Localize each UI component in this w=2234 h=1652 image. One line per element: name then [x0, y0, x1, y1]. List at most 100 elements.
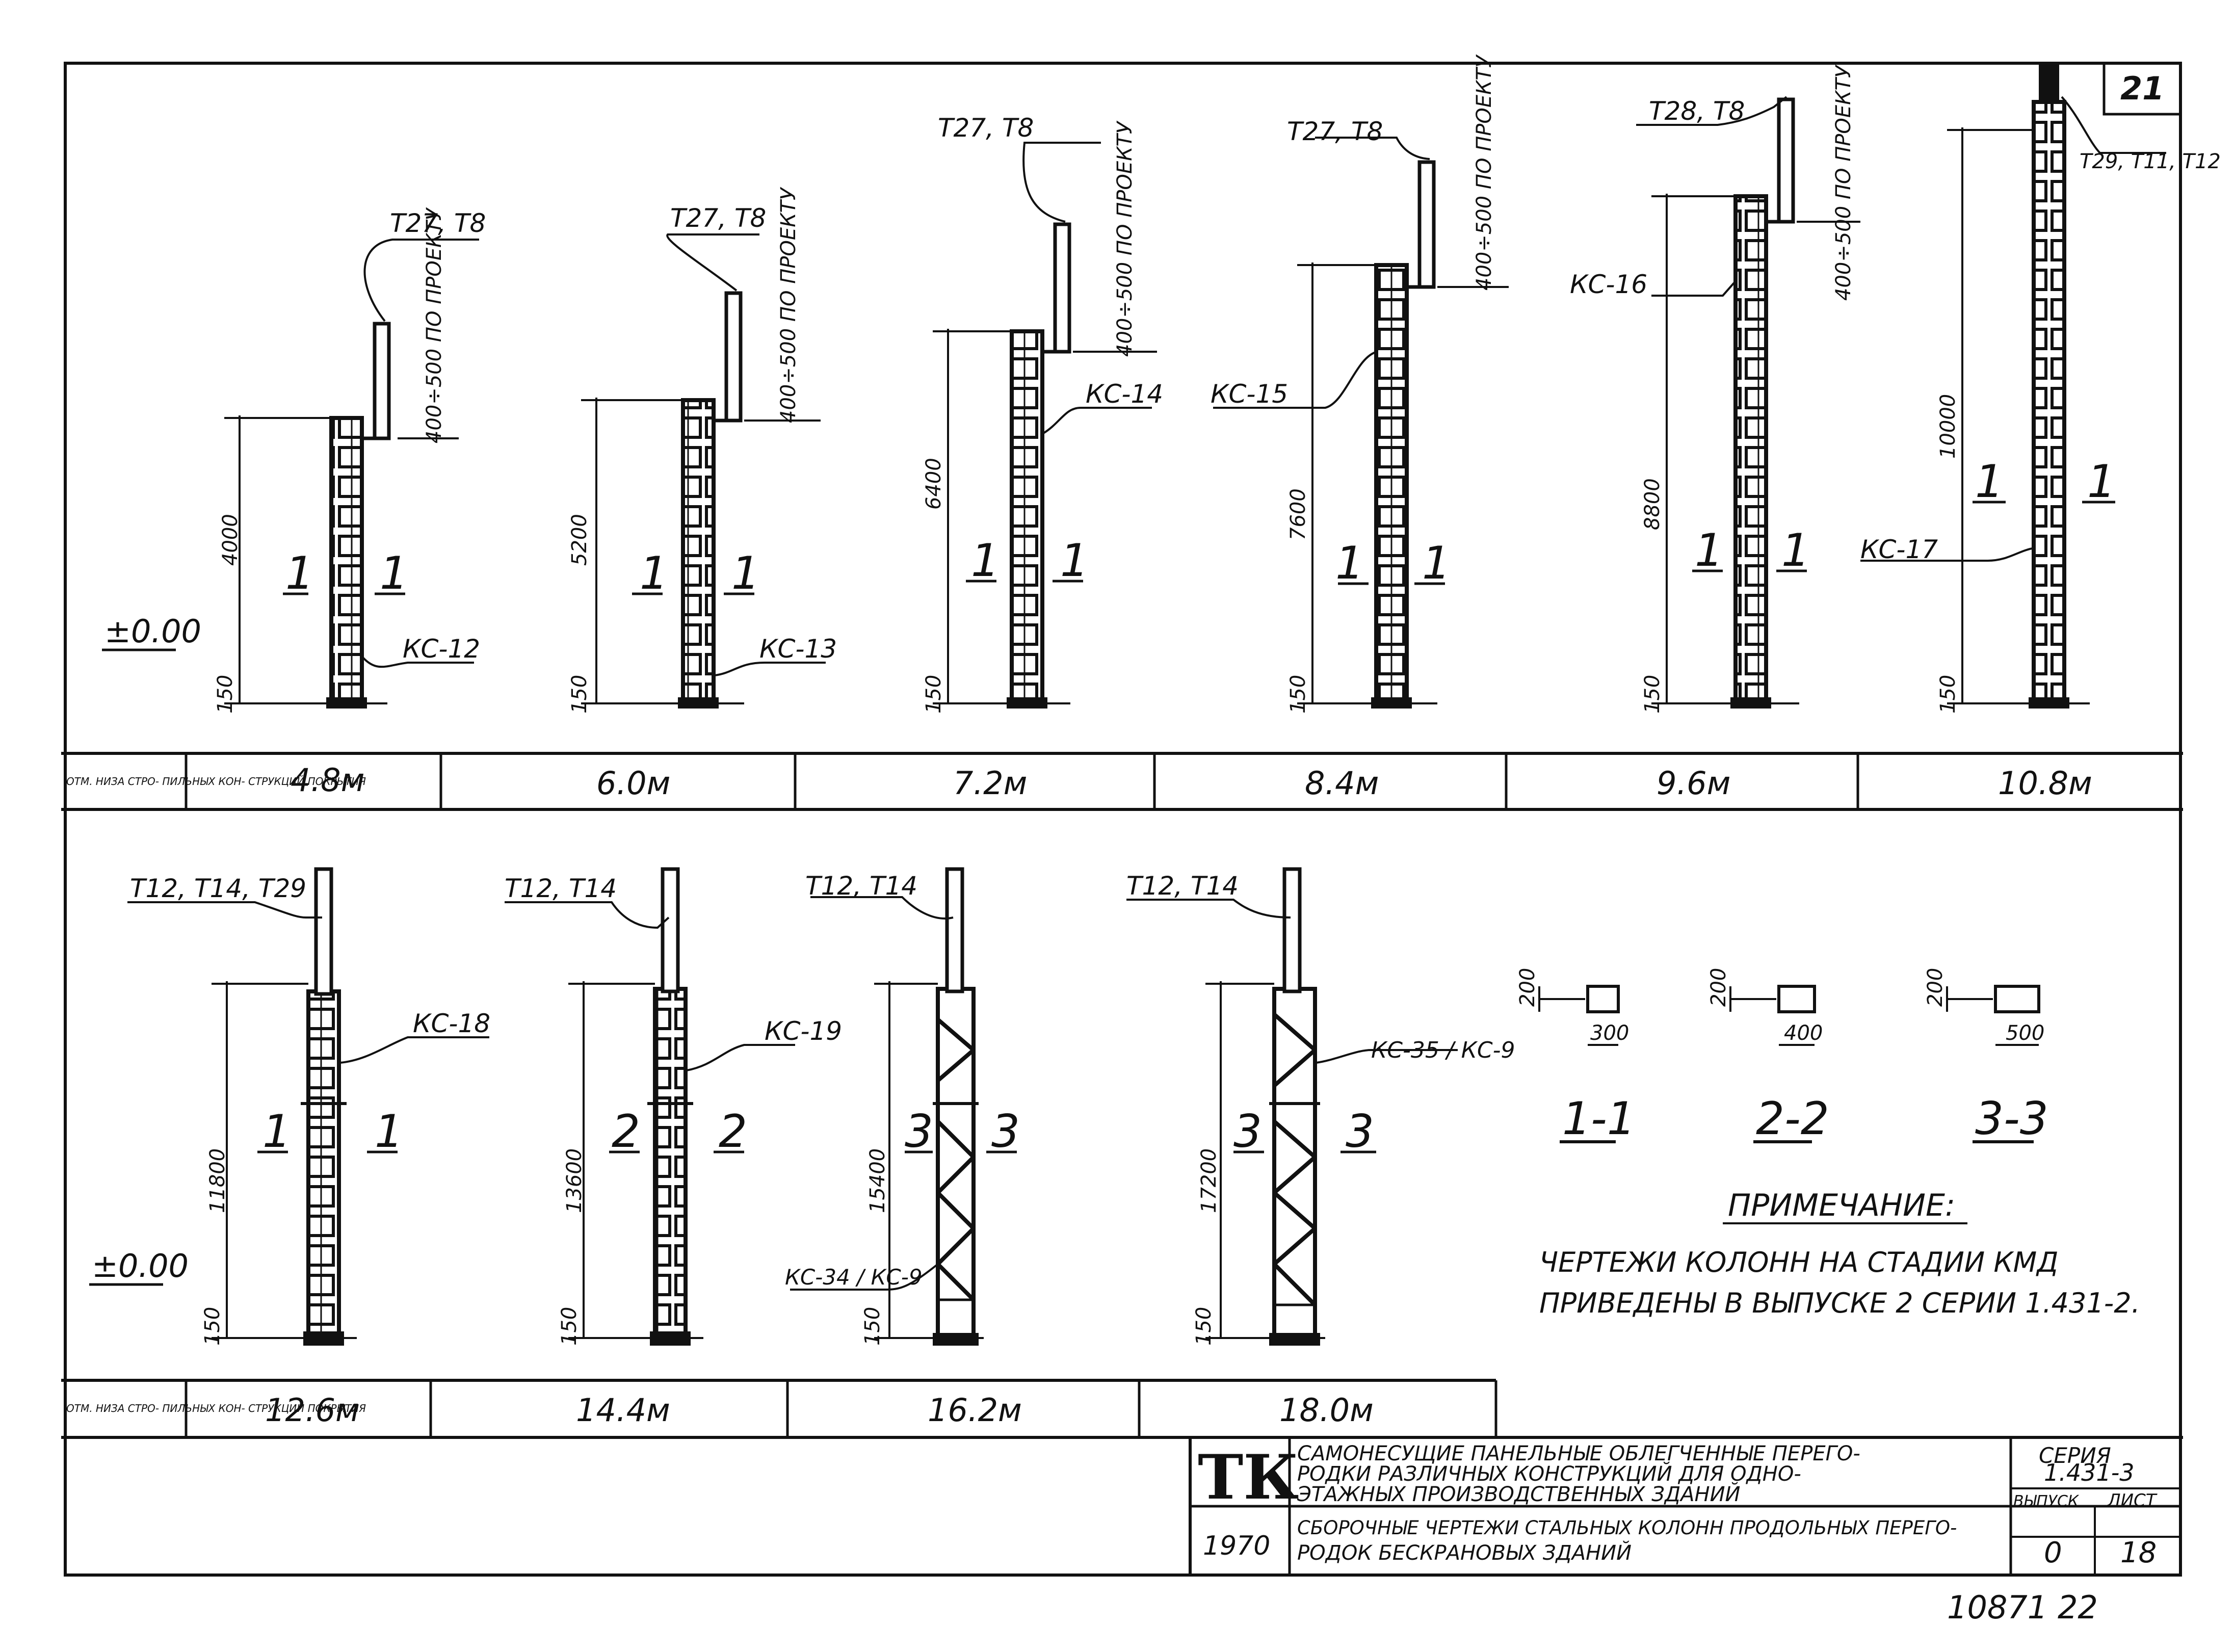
column-elevation — [1860, 63, 2166, 709]
sheet-number: 21 — [2120, 70, 2164, 107]
title-line: САМОНЕСУЩИЕ ПАНЕЛЬНЫЕ ОБЛЕГЧЕННЫЕ ПЕРЕГО… — [1297, 1442, 1860, 1465]
section-label: 2-2 — [1756, 1092, 1829, 1145]
column-elevation — [505, 867, 795, 1346]
section-detail — [1729, 985, 1816, 1143]
column-label: КС-16 — [1570, 270, 1647, 299]
height-dim: 17200 — [1197, 1148, 1221, 1213]
section-label: 3-3 — [1975, 1092, 2048, 1145]
series-value: 1.431-3 — [2044, 1459, 2135, 1486]
height-dim: 13600 — [563, 1148, 586, 1213]
top-label: Т29, Т11, Т12 — [2080, 150, 2221, 173]
height-label: 10.8м — [1998, 765, 2092, 802]
column-elevation — [933, 142, 1157, 709]
height-label: 8.4м — [1305, 765, 1379, 802]
year: 1970 — [1203, 1531, 1270, 1561]
section-height: 200 — [1707, 968, 1730, 1007]
height-label: 9.6м — [1657, 765, 1730, 802]
height-dim: 10000 — [1936, 394, 1960, 459]
column-elevation — [581, 233, 826, 709]
row-label-bottom: ОТМ. НИЗА СТРО- ПИЛЬНЫХ КОН- СТРУКЦИЙ ПО… — [66, 1402, 366, 1414]
height-dim: 7600 — [1286, 488, 1310, 540]
section-mark: 3 — [905, 1105, 933, 1158]
top-label: Т27, Т8 — [670, 203, 766, 233]
section-mark: 1 — [380, 547, 408, 599]
ground-mark: ±0.00 — [104, 613, 201, 650]
bottom-number: 10871 22 — [1947, 1589, 2098, 1626]
column-label: КС-17 — [1860, 535, 1938, 564]
section-mark: 1 — [731, 547, 760, 599]
section-width: 400 — [1784, 1021, 1823, 1045]
section-mark: 1 — [1781, 524, 1810, 576]
column-elevation — [790, 867, 1017, 1346]
section-width: 300 — [1590, 1021, 1629, 1045]
subtitle-line: СБОРОЧНЫЕ ЧЕРТЕЖИ СТАЛЬНЫХ КОЛОНН ПРОДОЛ… — [1297, 1517, 1957, 1539]
height-dim: 6400 — [922, 458, 945, 510]
top-label: Т27, Т8 — [390, 208, 486, 238]
top-label: Т27, Т8 — [1287, 117, 1383, 146]
section-detail — [1538, 985, 1620, 1143]
bottom-dim: 150 — [1641, 675, 1664, 714]
bottom-dim: 150 — [922, 675, 945, 714]
logo: ТК — [1198, 1441, 1299, 1513]
bottom-dim: 150 — [201, 1307, 224, 1346]
column-label: КС-18 — [413, 1009, 490, 1038]
column-label: КС-19 — [765, 1016, 842, 1046]
section-mark: 1 — [2087, 455, 2116, 508]
section-mark: 1 — [1335, 537, 1364, 589]
note-line: ЧЕРТЕЖИ КОЛОНН НА СТАДИИ КМД — [1539, 1246, 2058, 1278]
bottom-dim: 150 — [1286, 675, 1310, 714]
column-label: КС-12 — [403, 634, 480, 664]
top-dim: 400÷500 ПО ПРОЕКТУ — [1473, 54, 1496, 291]
title-line: РОДКИ РАЗЛИЧНЫХ КОНСТРУКЦИЙ ДЛЯ ОДНО- — [1297, 1461, 1801, 1486]
height-dim: 4000 — [219, 514, 242, 566]
top-dim: 400÷500 ПО ПРОЕКТУ — [1832, 64, 1855, 301]
top-label: Т12, Т14 — [505, 874, 617, 903]
section-mark: 1 — [1060, 534, 1089, 587]
top-label: Т12, Т14 — [805, 871, 917, 901]
height-dim: 11800 — [206, 1148, 229, 1213]
section-width: 500 — [2006, 1021, 2044, 1045]
top-dim: 400÷500 ПО ПРОЕКТУ — [1113, 120, 1137, 357]
top-dim: 400÷500 ПО ПРОЕКТУ — [777, 187, 800, 423]
column-elevation — [1126, 867, 1458, 1346]
section-mark: 3 — [991, 1105, 1020, 1158]
section-detail — [1946, 985, 2040, 1143]
sheet-number-box — [2102, 62, 2182, 116]
ground-mark: ±0.00 — [92, 1247, 189, 1284]
note-line: ПРИВЕДЕНЫ В ВЫПУСКЕ 2 СЕРИИ 1.431-2. — [1539, 1287, 2140, 1319]
section-mark: 2 — [719, 1105, 747, 1158]
outer-frame — [64, 62, 2182, 1577]
sheet-label: ЛИСТ — [2107, 1490, 2158, 1511]
section-mark: 1 — [971, 534, 1000, 587]
height-label: 18.0м — [1279, 1392, 1374, 1429]
height-label: 16.2м — [928, 1392, 1022, 1429]
issue-label: ВЫПУСК — [2013, 1492, 2080, 1510]
column-label: КС-14 — [1086, 379, 1163, 409]
section-mark: 1 — [375, 1105, 403, 1158]
column-label: КС-13 — [759, 634, 837, 664]
column-elevation — [224, 239, 479, 709]
column-label: КС-15 — [1211, 379, 1288, 409]
top-label: Т28, Т8 — [1649, 96, 1745, 126]
top-label: Т27, Т8 — [938, 113, 1034, 143]
bottom-dim: 150 — [1936, 675, 1960, 714]
section-mark: 2 — [612, 1105, 640, 1158]
sheet-value: 18 — [2120, 1536, 2157, 1569]
height-label: 4.8м — [291, 762, 364, 799]
height-label: 7.2м — [953, 765, 1027, 802]
row-label-top: ОТМ. НИЗА СТРО- ПИЛЬНЫХ КОН- СТРУКЦИЙ ПО… — [66, 775, 366, 788]
section-mark: 1 — [262, 1105, 291, 1158]
column-label: КС-34 / КС-9 — [785, 1265, 923, 1290]
section-mark: 1 — [285, 547, 314, 599]
title-block — [1189, 1436, 2182, 1577]
column-elevation — [127, 867, 489, 1346]
bottom-dim: 150 — [861, 1307, 884, 1346]
top-dim: 400÷500 ПО ПРОЕКТУ — [423, 207, 446, 443]
height-label: 12.6м — [265, 1392, 359, 1429]
section-mark: 1 — [1422, 537, 1451, 589]
height-label: 6.0м — [596, 765, 670, 802]
section-mark: 1 — [1695, 524, 1723, 576]
section-mark: 3 — [1233, 1105, 1262, 1158]
